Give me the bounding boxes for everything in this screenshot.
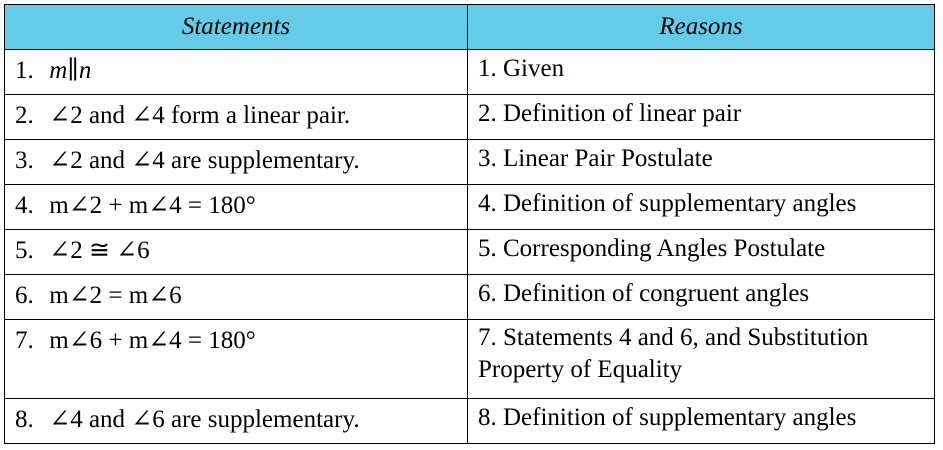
reason-cell: 4. Definition of supplementary angles xyxy=(467,184,935,230)
statement-cell: 7. m∠6 + m∠4 = 180° xyxy=(4,319,468,399)
table-row: 2. ∠2 and ∠4 form a linear pair. 2. Defi… xyxy=(4,94,935,140)
reason-cell: 3. Linear Pair Postulate xyxy=(467,139,935,185)
statement-number: 2. xyxy=(15,102,34,129)
reason-text: 1. Given xyxy=(478,55,565,82)
statement-text: m∥n xyxy=(49,57,92,84)
table-row: 8. ∠4 and ∠6 are supplementary. 8. Defin… xyxy=(4,398,935,444)
reason-text: 6. Definition of congruent angles xyxy=(478,280,810,307)
statement-cell: 1. m∥n xyxy=(4,49,468,95)
reason-text: 3. Linear Pair Postulate xyxy=(478,145,713,172)
reason-text: 2. Definition of linear pair xyxy=(478,100,742,127)
reason-cell: 8. Definition of supplementary angles xyxy=(467,398,935,444)
statement-cell: 5. ∠2 ≅ ∠6 xyxy=(4,229,468,275)
reason-text: 5. Corresponding Angles Postulate xyxy=(478,235,826,262)
table-row: 4. m∠2 + m∠4 = 180° 4. Definition of sup… xyxy=(4,184,935,230)
statement-number: 7. xyxy=(15,327,34,354)
reason-text: 7. Statements 4 and 6, and Substitution … xyxy=(478,324,869,383)
table-row: 6. m∠2 = m∠6 6. Definition of congruent … xyxy=(4,274,935,320)
reason-text: 8. Definition of supplementary angles xyxy=(478,404,857,431)
statement-cell: 8. ∠4 and ∠6 are supplementary. xyxy=(4,398,468,444)
statement-cell: 4. m∠2 + m∠4 = 180° xyxy=(4,184,468,230)
table-row: 5. ∠2 ≅ ∠6 5. Corresponding Angles Postu… xyxy=(4,229,935,275)
statement-cell: 6. m∠2 = m∠6 xyxy=(4,274,468,320)
statements-header: Statements xyxy=(4,4,468,50)
statement-text: ∠2 and ∠4 are supplementary. xyxy=(49,147,360,174)
reason-cell: 5. Corresponding Angles Postulate xyxy=(467,229,935,275)
statement-cell: 3. ∠2 and ∠4 are supplementary. xyxy=(4,139,468,185)
statement-number: 1. xyxy=(15,57,34,84)
statement-cell: 2. ∠2 and ∠4 form a linear pair. xyxy=(4,94,468,140)
reason-cell: 2. Definition of linear pair xyxy=(467,94,935,140)
statement-text: ∠2 ≅ ∠6 xyxy=(49,237,150,264)
statement-number: 6. xyxy=(15,282,34,309)
statement-text: ∠4 and ∠6 are supplementary. xyxy=(49,406,360,433)
statement-text: m∠6 + m∠4 = 180° xyxy=(49,327,256,354)
statement-number: 4. xyxy=(15,192,34,219)
statement-number: 3. xyxy=(15,147,34,174)
statement-text: ∠2 and ∠4 form a linear pair. xyxy=(49,102,351,129)
table-row: 7. m∠6 + m∠4 = 180° 7. Statements 4 and … xyxy=(4,319,935,399)
reasons-header: Reasons xyxy=(467,4,935,50)
reason-cell: 1. Given xyxy=(467,49,935,95)
statement-text: m∠2 = m∠6 xyxy=(49,282,182,309)
statement-number: 8. xyxy=(15,406,34,433)
table-row: 1. m∥n 1. Given xyxy=(4,49,935,95)
statement-text: m∠2 + m∠4 = 180° xyxy=(49,192,256,219)
statement-number: 5. xyxy=(15,237,34,264)
reason-cell: 6. Definition of congruent angles xyxy=(467,274,935,320)
header-row: Statements Reasons xyxy=(4,4,935,50)
reason-text: 4. Definition of supplementary angles xyxy=(478,190,857,217)
table-row: 3. ∠2 and ∠4 are supplementary. 3. Linea… xyxy=(4,139,935,185)
reason-cell: 7. Statements 4 and 6, and Substitution … xyxy=(467,319,935,399)
proof-table: Statements Reasons 1. m∥n 1. Given 2. ∠2… xyxy=(4,4,935,444)
